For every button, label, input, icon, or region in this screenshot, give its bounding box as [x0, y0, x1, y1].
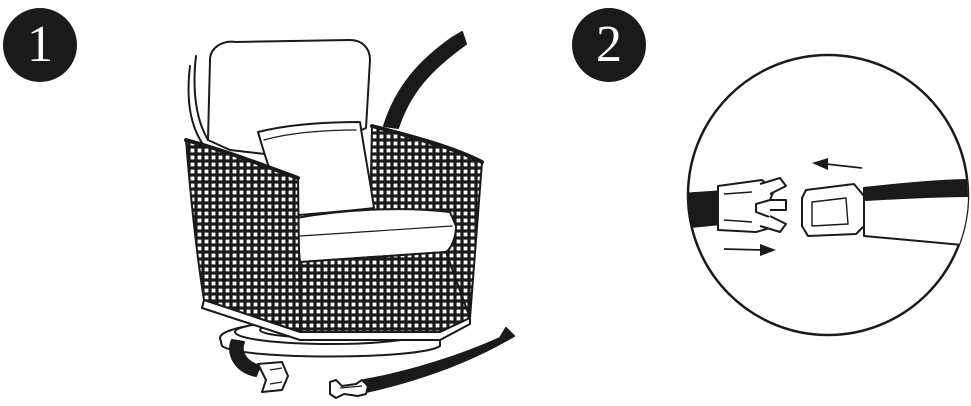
back-strap — [384, 32, 466, 128]
male-buckle-icon — [330, 380, 368, 398]
step-2-illustration — [680, 55, 971, 335]
front-panel — [300, 252, 470, 332]
male-buckle — [718, 178, 786, 232]
female-buckle — [802, 184, 866, 236]
female-buckle-icon — [258, 362, 288, 392]
step-1-illustration — [186, 32, 482, 357]
